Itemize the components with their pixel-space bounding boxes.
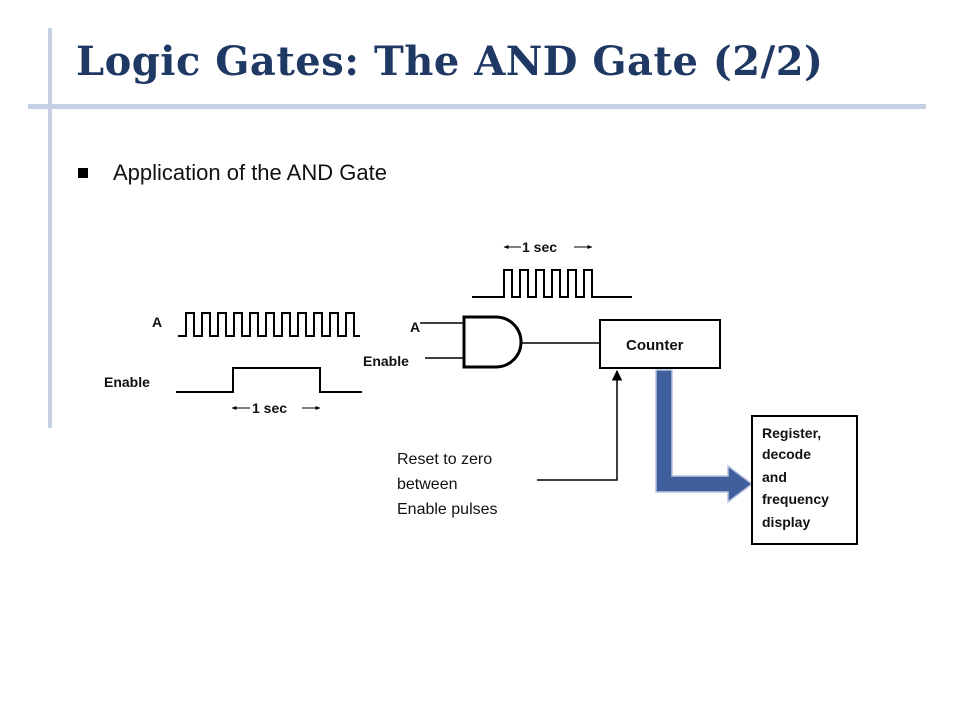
- top-duration-label: 1 sec: [522, 239, 557, 255]
- square-bullet-icon: [78, 168, 88, 178]
- gate-input-a-label: A: [410, 319, 420, 335]
- register-display-box: [751, 415, 858, 545]
- display-box-line-2: decode: [762, 446, 811, 462]
- gate-input-enable-label: Enable: [363, 353, 409, 369]
- bullet-text: Application of the AND Gate: [113, 160, 387, 185]
- counter-label: Counter: [626, 337, 684, 354]
- left-accent-bar: [48, 28, 52, 428]
- counter-box: [599, 319, 721, 369]
- waveform-enable-label: Enable: [104, 374, 150, 390]
- counter-output-arrow: [655, 369, 754, 504]
- bullet-item: Application of the AND Gate: [78, 160, 387, 186]
- display-box-line-4: frequency: [762, 491, 829, 507]
- title-underline-bar: [28, 104, 926, 109]
- waveform-a-pulse-train: [178, 312, 360, 337]
- and-gate-symbol: [462, 315, 523, 369]
- left-duration-label: 1 sec: [252, 400, 287, 416]
- reset-signal-wire: [537, 369, 623, 481]
- waveform-enable-pulse: [176, 367, 362, 393]
- slide-title: Logic Gates: The AND Gate (2/2): [76, 38, 824, 85]
- display-box-line-3: and: [762, 469, 787, 485]
- reset-note-line-1: Reset to zero: [397, 451, 492, 468]
- reset-note-line-2: between: [397, 476, 458, 493]
- display-box-line-1: Register,: [762, 425, 821, 441]
- display-box-line-5: display: [762, 514, 810, 530]
- reset-note-line-3: Enable pulses: [397, 501, 498, 518]
- gated-output-waveform: [472, 269, 632, 298]
- waveform-a-label: A: [152, 314, 162, 330]
